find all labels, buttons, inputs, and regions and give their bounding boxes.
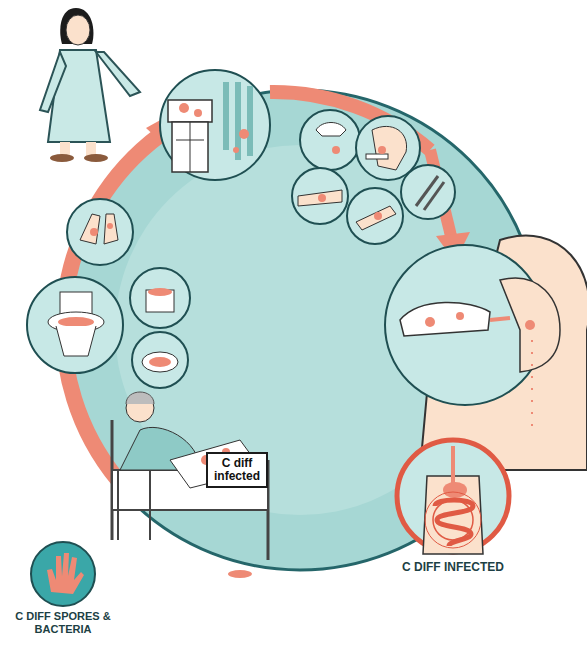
contaminated-chair [160,70,270,180]
ingesting-person [385,236,587,470]
contact-icons [292,110,455,244]
hand-badge-icon [29,540,97,608]
caption-label: C DIFF SPORES & BACTERIA [4,610,122,635]
gut-icon [393,436,513,556]
bed-sign: C diff infected [206,452,268,488]
infected-gut-circle: C DIFF INFECTED [388,436,518,574]
sign-text: C diff infected [212,457,262,483]
contaminated-toilets [27,268,190,388]
spores-badge: C DIFF SPORES & BACTERIA [4,540,122,635]
standing-woman [40,8,140,162]
infected-patient-bed [112,392,268,578]
caption-label: C DIFF INFECTED [388,560,518,574]
contaminated-hands [67,199,133,265]
